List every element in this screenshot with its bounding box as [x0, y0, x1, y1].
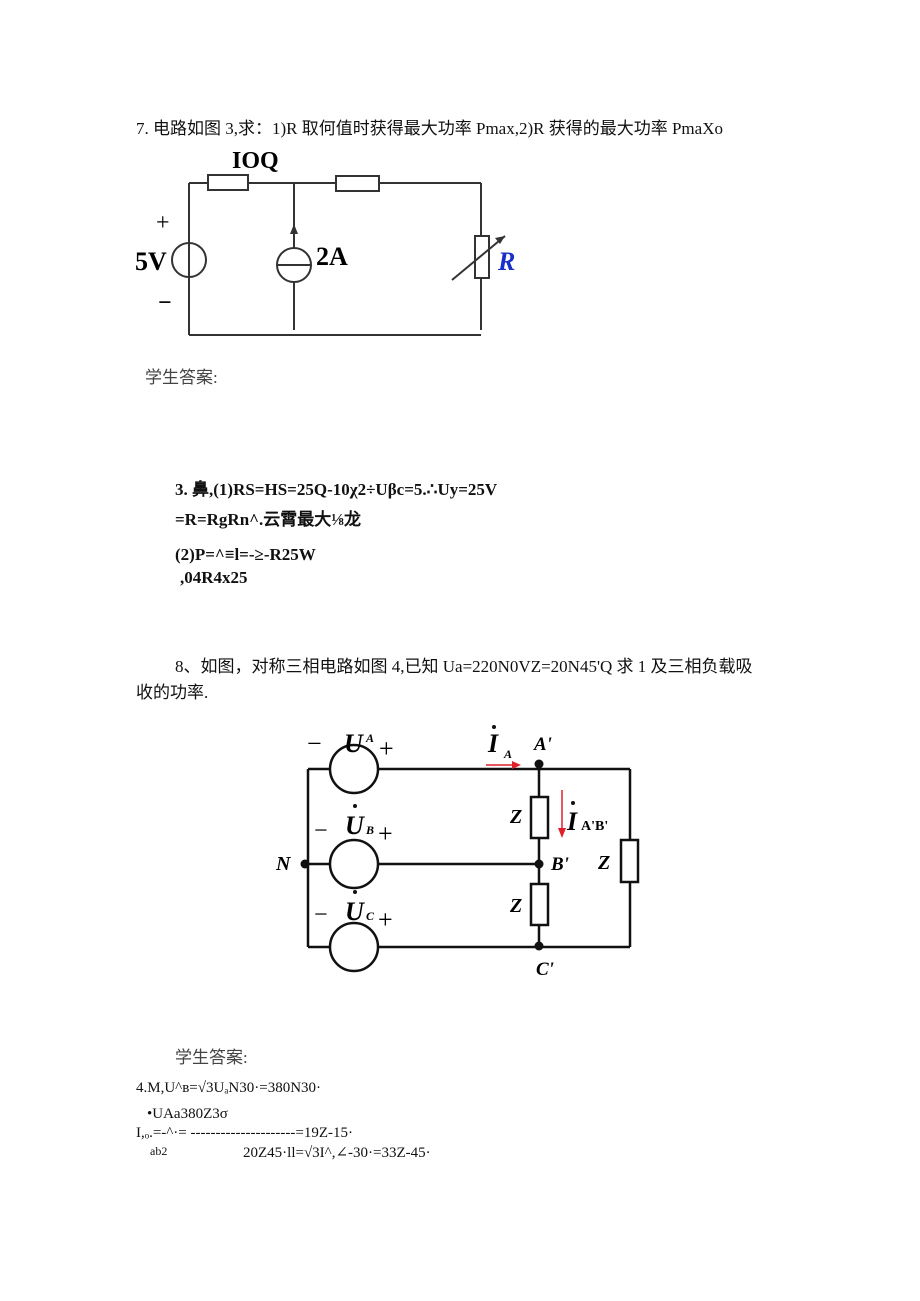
- svg-text:Z: Z: [597, 852, 610, 874]
- source-a-icon: [328, 743, 380, 795]
- svg-text:A: A: [503, 747, 512, 761]
- question-8: 8、如图，对称三相电路如图 4,已知 Ua=220N0VZ=20N45'Q 求 …: [175, 657, 753, 676]
- svg-text:+: +: [378, 905, 393, 934]
- svg-text:+: +: [378, 819, 393, 848]
- current-arrow-icon: [512, 761, 521, 769]
- svg-text:A': A': [533, 734, 552, 755]
- svg-text:B: B: [365, 823, 374, 837]
- svg-text:Z: Z: [509, 895, 522, 917]
- resistor-10ohm: [207, 174, 249, 191]
- arrow-up-icon: [290, 224, 298, 234]
- ub-label: U: [345, 811, 365, 840]
- current-label: 2A: [316, 242, 348, 271]
- svg-text:C': C': [536, 959, 554, 980]
- load-label: R: [497, 247, 515, 276]
- answer-line: =R=RgRn^.云霄最大⅛龙: [175, 510, 362, 529]
- question-7: 7. 电路如图 3,求：1)R 取何值时获得最大功率 Pmax,2)R 获得的最…: [136, 119, 723, 138]
- iab-label: I: [566, 807, 578, 836]
- answer-line: I,ₒ.=-^·= ---------------------=19Z-15·: [136, 1125, 354, 1141]
- neutral-label: N: [275, 853, 292, 875]
- answer-line: ,04R4x25: [180, 568, 248, 587]
- svg-text:Z: Z: [509, 806, 522, 828]
- ua-label: U: [344, 729, 364, 758]
- answer-line: 3. 鼻,(1)RS=HS=25Q-10χ2÷Uβc=5.∴Uy=25V: [175, 480, 498, 499]
- impedance-ab: [529, 795, 550, 840]
- variable-resistor: [474, 235, 490, 279]
- svg-text:C: C: [366, 909, 375, 923]
- minus-sign: −: [158, 290, 172, 316]
- uc-label: U: [345, 897, 365, 926]
- phasor-dot-icon: [353, 890, 357, 894]
- answer-line: 20Z45·ll=√3I^,∠-30·=33Z-45·: [243, 1145, 431, 1161]
- voltage-label: 5V: [135, 247, 167, 276]
- resistor: [335, 175, 380, 192]
- answer-line: (2)P=^≡l=-≥-R25W: [175, 545, 316, 564]
- svg-text:−: −: [314, 818, 328, 844]
- arrow-icon: [495, 236, 505, 244]
- svg-text:−: −: [314, 902, 328, 928]
- phasor-dot-icon: [492, 725, 496, 729]
- svg-text:A: A: [365, 731, 374, 745]
- ia-label: I: [487, 729, 499, 758]
- svg-text:B': B': [550, 854, 569, 875]
- resistor-label: IOQ: [232, 148, 279, 174]
- answer-label-8: 学生答案:: [175, 1048, 248, 1067]
- source-c-icon: [328, 921, 380, 973]
- source-b-icon: [328, 838, 380, 890]
- impedance-ca: [619, 838, 640, 884]
- answer-line: ab2: [150, 1144, 168, 1158]
- svg-text:−: −: [307, 729, 322, 758]
- plus-sign: +: [156, 210, 170, 236]
- phasor-dot-icon: [571, 801, 575, 805]
- answer-line: •UAa380Z3σ: [147, 1106, 228, 1122]
- svg-text:+: +: [379, 734, 394, 763]
- current-arrow-icon: [558, 828, 566, 838]
- answer-label-7: 学生答案:: [145, 368, 218, 387]
- question-8-cont: 收的功率.: [136, 683, 209, 702]
- svg-text:A'B': A'B': [581, 819, 608, 834]
- answer-line: 4.M,U^ʙ=√3UₐN30·=380N30·: [136, 1080, 322, 1096]
- phasor-dot-icon: [353, 804, 357, 808]
- impedance-bc: [529, 882, 550, 927]
